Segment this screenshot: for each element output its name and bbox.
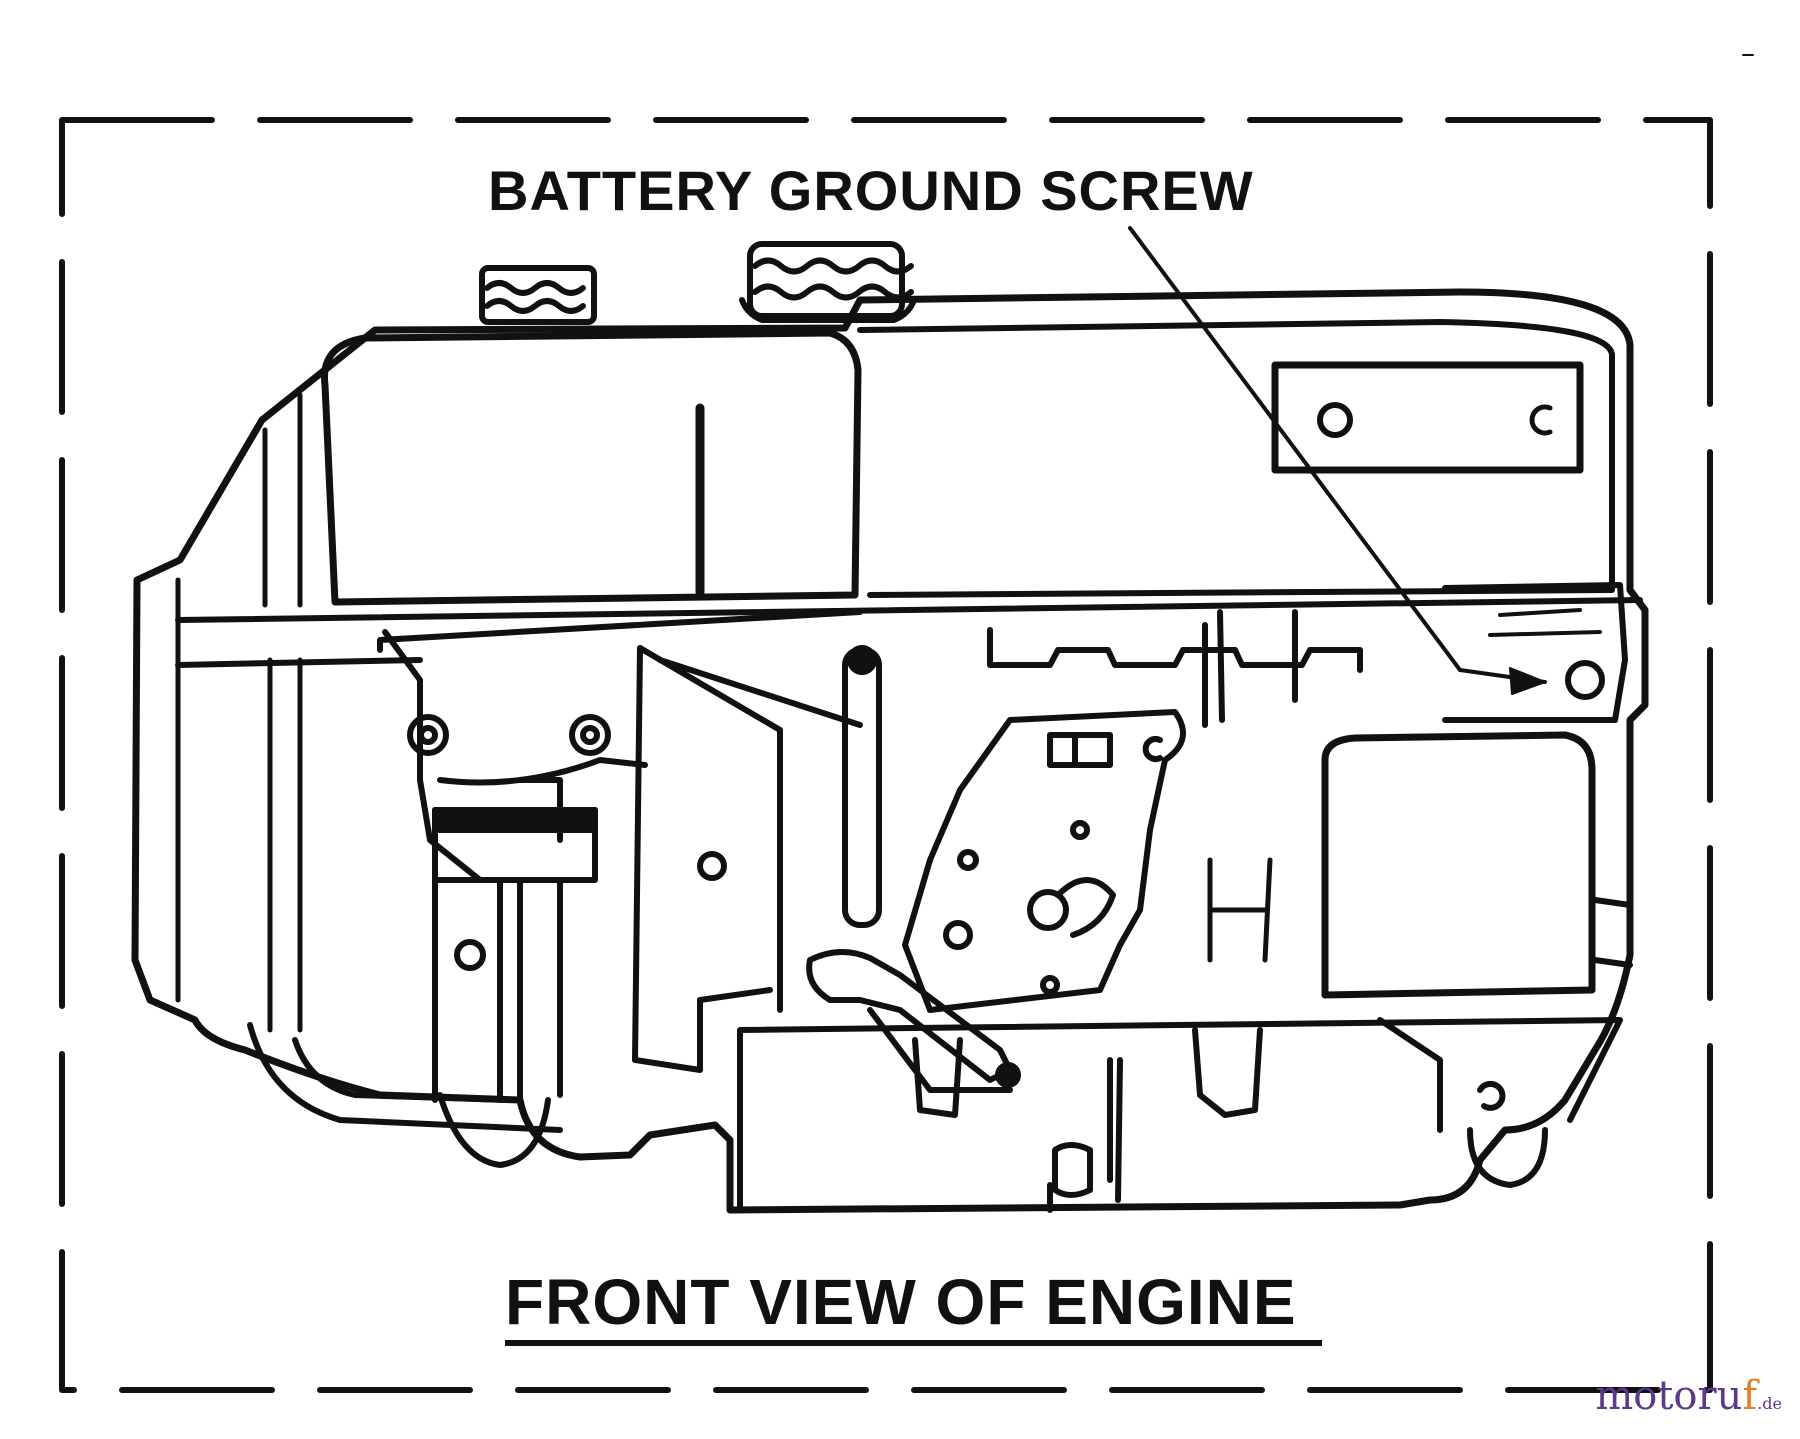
intake-tube <box>247 1022 563 1133</box>
battery-ground-screw <box>1565 660 1605 700</box>
diagram-caption: FRONT VIEW OF ENGINE <box>505 1266 1297 1338</box>
throttle-linkage <box>632 645 882 1073</box>
fuel-tank <box>321 329 862 606</box>
head-cover <box>857 319 1615 598</box>
callout-pointer <box>1128 226 1547 695</box>
fuel-cap <box>739 241 917 323</box>
watermark-tld: .de <box>1757 1394 1782 1413</box>
oil-fill-cap <box>479 265 597 325</box>
governor-bracket <box>902 709 1186 1013</box>
caption-underline <box>505 1340 1322 1346</box>
watermark-accent: f <box>1742 1373 1758 1419</box>
battery-ground-screw-label: BATTERY GROUND SCREW <box>488 159 1254 222</box>
ground-bracket <box>1442 582 1628 723</box>
dashed-frame <box>59 117 1713 1393</box>
cooling-fins <box>987 627 1363 673</box>
frame-rail <box>175 597 1643 668</box>
watermark-text: motoru <box>1595 1373 1743 1419</box>
base-pan <box>737 1017 1623 1213</box>
nameplate <box>1271 361 1584 474</box>
engine-outline <box>131 288 1649 1214</box>
watermark-logo: motoruf.de <box>1595 1373 1782 1419</box>
carburetor <box>382 629 648 1168</box>
oil-filter <box>1321 731 1596 999</box>
